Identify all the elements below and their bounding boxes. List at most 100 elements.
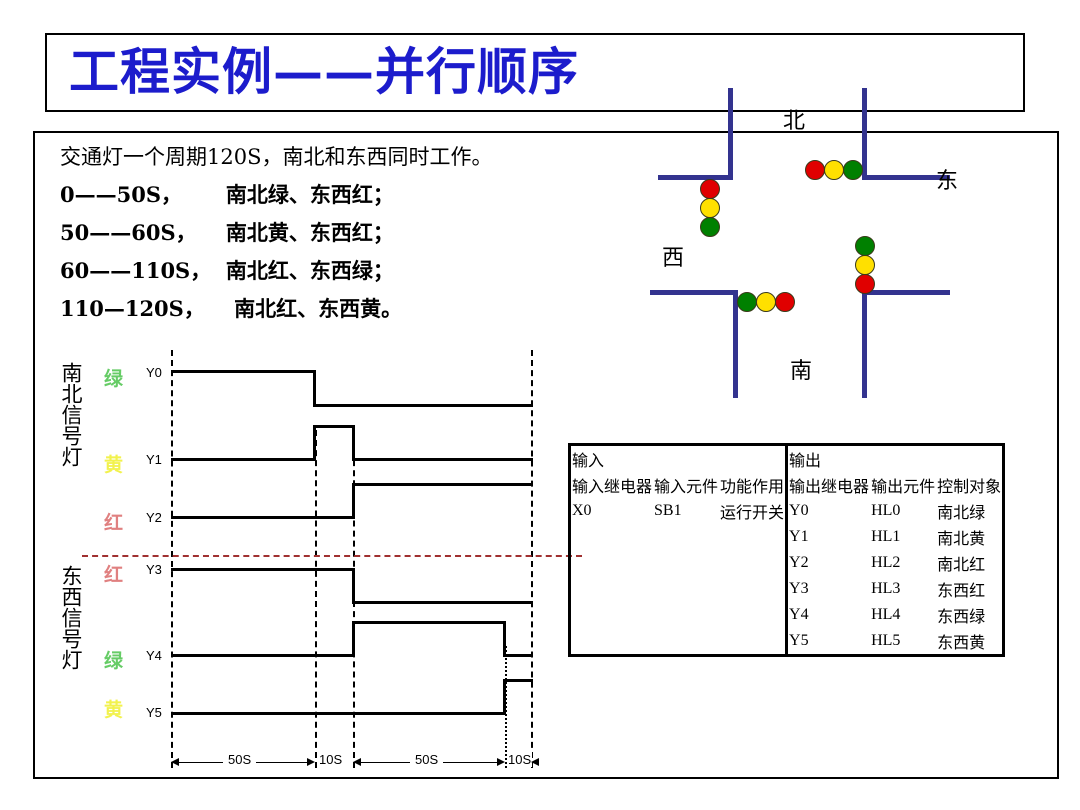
io-table-col-in-relay: 输入继电器	[572, 479, 653, 496]
cell-function-3	[719, 576, 789, 602]
cell-in-relay-3	[571, 576, 653, 602]
direction-label-south: 南	[790, 359, 813, 384]
cell-in-relay-1	[571, 524, 653, 550]
axis-seg-4-arrow-left	[531, 758, 539, 766]
io-table-group-header-row: 输入 输出	[571, 446, 1002, 472]
io-table-group-output: 输出	[789, 453, 822, 470]
east-signal-lamp-yellow	[855, 255, 875, 275]
road-nw-horizontal	[658, 175, 733, 180]
west-signal-lamp-red	[700, 179, 720, 199]
west-signal-lamp-yellow	[700, 198, 720, 218]
io-table-header-row: 输入继电器 输入元件 功能作用 输出继电器 输出元件 控制对象	[571, 472, 1002, 498]
axis-seg-1-label: 50S	[223, 752, 257, 767]
wave-y4-low-b	[503, 654, 533, 657]
axis-seg-1-arrow-left	[171, 758, 179, 766]
wave-y4-low-a	[171, 654, 355, 657]
cell-in-element-2	[653, 550, 719, 576]
wave-y0-low	[313, 404, 533, 407]
timing-channel-label-y4: Y4	[146, 648, 162, 663]
cell-out-element-4: HL4	[871, 606, 901, 623]
cell-out-relay-4: Y4	[789, 606, 809, 623]
wave-y2-low	[171, 516, 355, 519]
cell-out-relay-5: Y5	[789, 632, 809, 649]
cell-out-element-1: HL1	[871, 528, 901, 545]
wave-y0-high	[171, 370, 315, 373]
wave-y2-rise	[352, 483, 355, 519]
north-signal-lamp-yellow	[824, 160, 844, 180]
cell-out-element-2: HL2	[871, 554, 901, 571]
table-row: Y1 HL1 南北黄	[571, 524, 1002, 550]
timing-color-label-y5: 黄	[104, 699, 124, 721]
spec-line-3: 60——110S， 南北红、东西绿；	[60, 258, 394, 283]
cell-target-1: 南北黄	[937, 531, 986, 548]
cell-out-element-5: HL5	[871, 632, 901, 649]
timing-diagram: 南北信号灯 东西信号灯 绿 黄 红 红 绿 黄 Y0 Y1 Y2 Y3 Y4 Y…	[59, 350, 582, 790]
cell-in-element-3	[653, 576, 719, 602]
cell-target-4: 东西绿	[937, 609, 986, 626]
io-table-col-in-element: 输入元件	[654, 479, 719, 496]
cell-function-4	[719, 602, 789, 628]
wave-y3-high	[171, 568, 355, 571]
axis-seg-4-label: 10S	[507, 752, 533, 767]
spec-line-2: 50——60S， 南北黄、东西红；	[60, 220, 394, 245]
direction-label-east: 东	[936, 169, 959, 194]
direction-label-north: 北	[783, 109, 806, 134]
west-signal-lamp-green	[700, 217, 720, 237]
wave-y1-high	[313, 425, 355, 428]
wave-y4-high	[352, 621, 505, 624]
cell-in-relay-4	[571, 602, 653, 628]
spec-line-1: 0——50S， 南北绿、东西红；	[60, 182, 394, 207]
content-frame	[33, 131, 1059, 779]
north-signal-lamp-green	[843, 160, 863, 180]
wave-y1-rise	[313, 425, 316, 461]
wave-y1-low-a	[171, 458, 315, 461]
cell-in-element-1	[653, 524, 719, 550]
cell-out-element-3: HL3	[871, 580, 901, 597]
table-row: Y3 HL3 东西红	[571, 576, 1002, 602]
io-table-col-out-relay: 输出继电器	[789, 479, 870, 496]
io-table-wrapper: 输入 输出 输入继电器 输入元件 功能作用 输出继电器 输出元件 控制对象 X0…	[568, 443, 1006, 657]
cell-out-relay-1: Y1	[789, 528, 809, 545]
wave-y2-high	[352, 483, 533, 486]
wave-y3-fall	[352, 568, 355, 604]
road-nw-vertical	[728, 88, 733, 180]
io-table: 输入 输出 输入继电器 输入元件 功能作用 输出继电器 输出元件 控制对象 X0…	[571, 446, 1002, 654]
cell-function-0: 运行开关	[719, 498, 789, 524]
timing-channel-label-y3: Y3	[146, 562, 162, 577]
group-separator	[82, 555, 582, 557]
south-signal-lamp-green	[737, 292, 757, 312]
cell-in-element-4	[653, 602, 719, 628]
cell-in-element-0: SB1	[654, 502, 682, 519]
cell-function-5	[719, 628, 789, 654]
axis-seg-3-arrow-left	[353, 758, 361, 766]
table-row: Y2 HL2 南北红	[571, 550, 1002, 576]
wave-y5-low	[171, 712, 505, 715]
wave-y4-fall	[503, 621, 506, 657]
cell-target-0: 南北绿	[937, 505, 986, 522]
south-signal-lamp-red	[775, 292, 795, 312]
timing-color-label-y4: 绿	[104, 650, 124, 672]
time-boundary-t3	[505, 646, 507, 768]
cell-function-1	[719, 524, 789, 550]
road-ne-horizontal	[862, 175, 950, 180]
south-signal-lamp-yellow	[756, 292, 776, 312]
timing-color-label-y2: 红	[104, 512, 124, 534]
wave-y3-low	[352, 601, 533, 604]
time-boundary-t0	[171, 350, 173, 768]
timing-group-label-nanbei: 南北信号灯	[59, 362, 83, 467]
page-title: 工程实例——并行顺序	[69, 42, 579, 101]
cell-target-2: 南北红	[937, 557, 986, 574]
cell-in-element-5	[653, 628, 719, 654]
cell-target-3: 东西红	[937, 583, 986, 600]
east-signal-lamp-green	[855, 236, 875, 256]
direction-label-west: 西	[662, 246, 685, 271]
io-table-group-input: 输入	[571, 446, 789, 472]
io-table-col-function: 功能作用	[719, 472, 789, 498]
io-table-col-target: 控制对象	[937, 479, 1002, 496]
spec-line-0: 交通灯一个周期120S，南北和东西同时工作。	[60, 145, 493, 169]
cell-in-relay-5	[571, 628, 653, 654]
cell-function-2	[719, 550, 789, 576]
road-se-horizontal	[862, 290, 950, 295]
timing-group-label-dongxi: 东西信号灯	[59, 565, 83, 670]
